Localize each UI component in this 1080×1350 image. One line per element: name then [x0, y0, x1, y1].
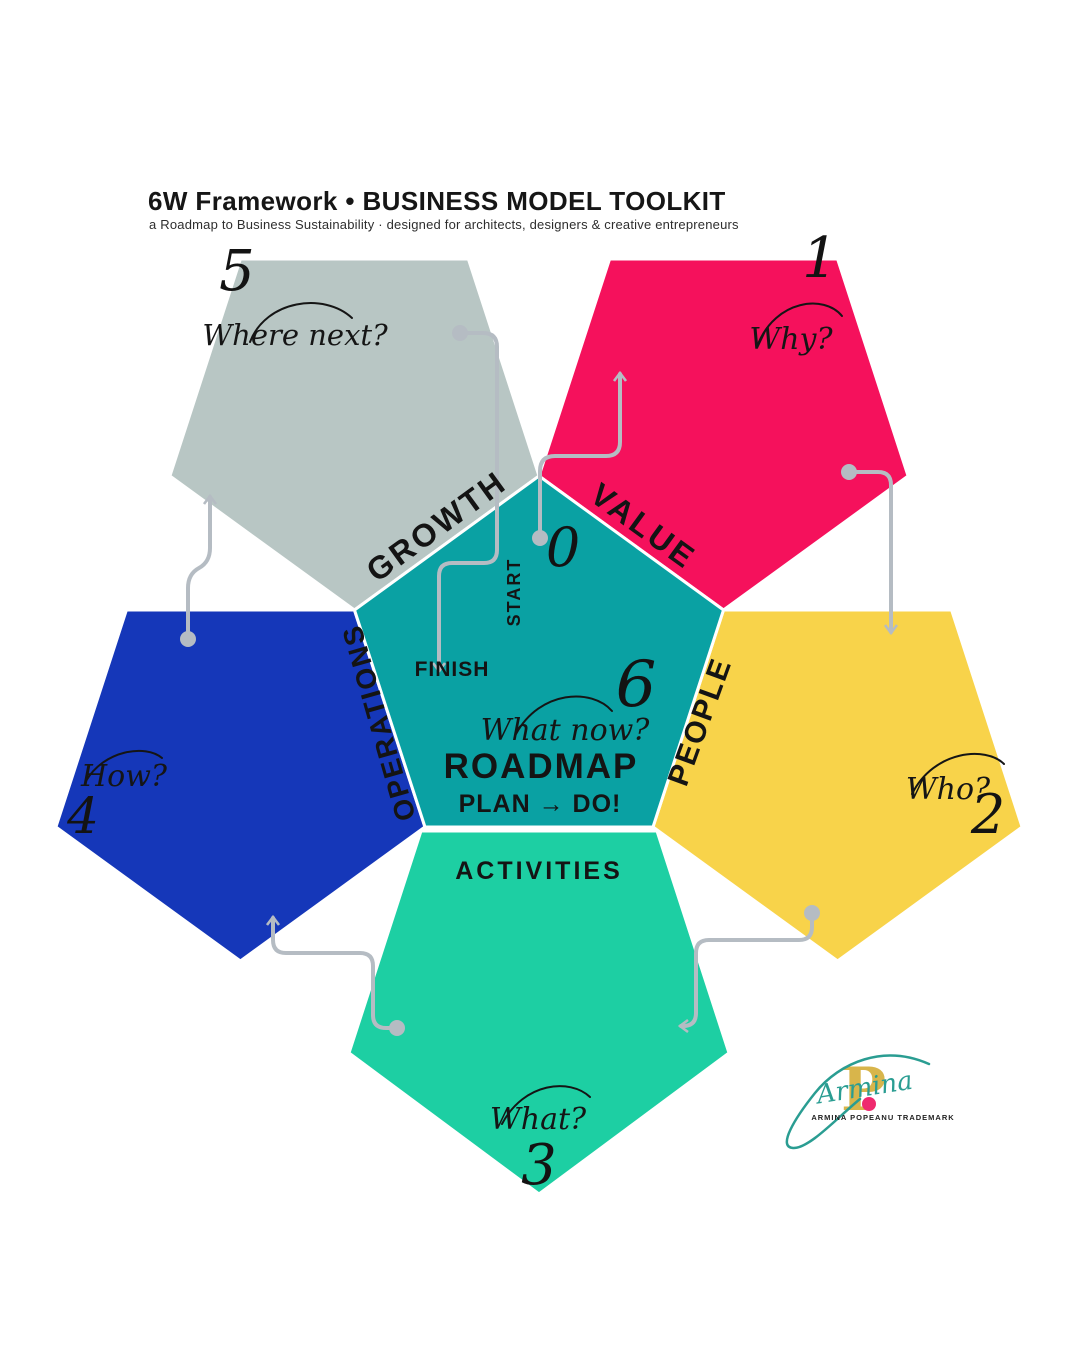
swash-icon [501, 1085, 591, 1125]
connector-growth-to-finish [431, 331, 499, 674]
swash-icon [911, 753, 1005, 795]
logo-dot-icon [862, 1097, 876, 1111]
page-title: 6W Framework • BUSINESS MODEL TOOLKIT [148, 186, 726, 216]
connector-lines [186, 331, 899, 1034]
step-number-growth: 5 [219, 239, 255, 304]
connector-people-to-activities [677, 911, 814, 1034]
brand-logo: P Armina ARMINA POPEANU TRADEMARK [785, 1054, 954, 1150]
start-number: 0 [546, 516, 580, 579]
connector-operations-to-growth [186, 493, 218, 641]
center-number: 6 [616, 648, 657, 722]
connector-activities-to-operations [265, 914, 399, 1030]
question-operations: How? [80, 759, 168, 794]
question-growth: Where next? [202, 318, 388, 352]
swash-icon [85, 749, 163, 782]
center-question: What now? [481, 713, 651, 748]
start-label: START [504, 558, 524, 627]
question-people: Who? [906, 772, 991, 807]
connector-dot [452, 325, 468, 341]
swash-icon [757, 302, 843, 345]
connector-dot [841, 464, 857, 480]
connector-dot [532, 530, 548, 546]
connector-start-to-value [538, 370, 628, 540]
finish-label: FINISH [415, 658, 490, 681]
step-number-value: 1 [802, 226, 838, 291]
connector-dots [180, 325, 857, 1036]
connector-dot [389, 1020, 405, 1036]
plan-do-label: PLAN → DO! [459, 790, 622, 818]
label-activities: ACTIVITIES [455, 857, 623, 885]
connector-dot [804, 905, 820, 921]
pentagon-activities [347, 829, 731, 1196]
question-activities: What? [490, 1102, 587, 1137]
roadmap-label: ROADMAP [444, 747, 639, 786]
logo-caption: ARMINA POPEANU TRADEMARK [811, 1113, 954, 1122]
logo-swash-icon [785, 1054, 931, 1150]
step-number-activities: 3 [521, 1133, 557, 1198]
question-value: Why? [749, 322, 833, 357]
swash-icon [515, 695, 613, 735]
step-number-people: 2 [970, 783, 1005, 846]
connector-dot [180, 631, 196, 647]
page-subtitle: a Roadmap to Business Sustainability · d… [149, 217, 739, 232]
swash-icon [249, 302, 353, 343]
connector-value-to-people [847, 470, 899, 636]
step-number-operations: 4 [66, 787, 99, 845]
